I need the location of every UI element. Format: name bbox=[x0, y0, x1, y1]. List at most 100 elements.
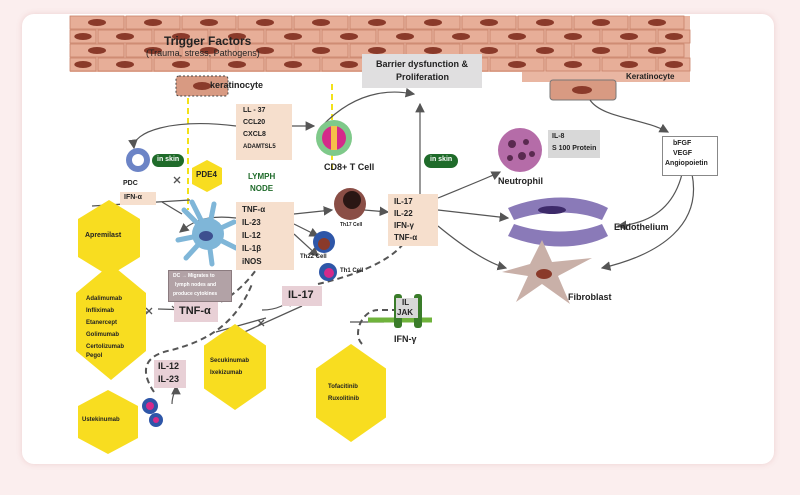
skin-cell-nucleus bbox=[284, 33, 302, 40]
skin-cell-nucleus bbox=[536, 19, 554, 26]
th17-cell bbox=[334, 188, 366, 220]
ifn-gamma-label: IFN-γ bbox=[394, 334, 417, 344]
keratinocyte-left-cell bbox=[175, 75, 229, 97]
il12-label: IL-12 bbox=[158, 361, 180, 371]
cytokine-ifng: IFN-γ bbox=[394, 221, 414, 230]
skin-cell-nucleus bbox=[172, 33, 190, 40]
drug-ixekizumab: Ixekizumab bbox=[210, 370, 243, 376]
ustekinumab-label: Ustekinumab bbox=[82, 417, 120, 423]
mediator-il8: IL-8 bbox=[552, 133, 565, 140]
dendritic-cell bbox=[175, 199, 239, 267]
th22-cell bbox=[313, 231, 335, 253]
keratinocyte-right-label: Keratinocyte bbox=[626, 72, 675, 81]
skin-cell-nucleus bbox=[312, 19, 330, 26]
th1-cell bbox=[319, 263, 337, 281]
keratinocyte-right-cell bbox=[549, 79, 617, 101]
skin-cell-nucleus bbox=[200, 47, 218, 54]
skin-cell-nucleus bbox=[74, 61, 92, 68]
mediator-adamtsl5: ADAMTSL5 bbox=[243, 144, 276, 150]
figure-card: Trigger Factors (Trauma, stress, Pathoge… bbox=[22, 14, 774, 464]
ifn-alpha-box: IFN-α bbox=[120, 192, 156, 205]
skin-cell-nucleus bbox=[480, 19, 498, 26]
cd8-label: CD8+ T Cell bbox=[324, 162, 375, 172]
drug-ruxolitinib: Ruxolitinib bbox=[328, 396, 359, 402]
barrier-dysfunction-box: Barrier dysfunction & Proliferation bbox=[362, 54, 482, 88]
il23-label: IL-23 bbox=[158, 374, 180, 384]
skin-layer bbox=[69, 15, 691, 82]
fibroblast-label: Fibroblast bbox=[568, 292, 612, 302]
drug-pegol: Pegol bbox=[86, 353, 103, 359]
skin-cell-nucleus bbox=[340, 33, 358, 40]
skin-cell-nucleus bbox=[424, 47, 442, 54]
cytokine-il22: IL-22 bbox=[394, 209, 413, 218]
skin-cell-nucleus bbox=[424, 19, 442, 26]
skin-cell-nucleus bbox=[144, 47, 162, 54]
drug-etanercept: Etanercept bbox=[86, 320, 118, 326]
mediator-ll37: LL - 37 bbox=[243, 107, 266, 114]
trigger-factors-title: Trigger Factors bbox=[164, 34, 252, 48]
cytokine-box-skin: IL-17 IL-22 IFN-γ TNF-α bbox=[388, 194, 438, 246]
cytokine-inos: iNOS bbox=[242, 257, 262, 266]
keratinocyte-left-label: keratinocyte bbox=[210, 80, 264, 90]
skin-cell-nucleus bbox=[508, 61, 526, 68]
skin-cell-nucleus bbox=[620, 33, 638, 40]
skin-cell-nucleus bbox=[88, 19, 106, 26]
pde4-label: PDE4 bbox=[196, 170, 217, 179]
skin-cell-nucleus bbox=[648, 19, 666, 26]
jak-label: JAK bbox=[397, 308, 414, 317]
neutrophil-label: Neutrophil bbox=[498, 176, 543, 186]
anti-il17-drugs: Secukinumab Ixekizumab bbox=[204, 324, 266, 410]
th17-label: Th17 Cell bbox=[340, 222, 363, 228]
cytokine-il1b: IL-1β bbox=[242, 244, 262, 253]
growth-vegf: VEGF bbox=[673, 150, 693, 157]
il-label: IL bbox=[402, 298, 410, 307]
cytokine-tnf-skin: TNF-α bbox=[394, 233, 418, 242]
growth-angiopoietin: Angiopoietin bbox=[665, 160, 708, 167]
th1-label: Th1 Cell bbox=[340, 268, 364, 274]
mediator-cxcl8: CXCL8 bbox=[243, 131, 266, 138]
jak-inhibitor-drugs: Tofacitinib Ruxolitinib bbox=[316, 344, 386, 442]
fibroblast-cell bbox=[502, 240, 592, 304]
skin-cell-nucleus bbox=[592, 19, 610, 26]
drug-certolizumab: Certolizumab bbox=[86, 344, 125, 350]
tnf-alpha-label: TNF-α bbox=[179, 305, 211, 317]
neutrophil-cell bbox=[498, 128, 542, 172]
skin-cell-nucleus bbox=[116, 61, 134, 68]
cytokine-tnf: TNF-α bbox=[242, 205, 266, 214]
drug-golimumab: Golimumab bbox=[86, 332, 120, 338]
skin-cell-nucleus bbox=[592, 47, 610, 54]
drug-tofacitinib: Tofacitinib bbox=[328, 384, 358, 390]
drug-adalimumab: Adalimumab bbox=[86, 296, 123, 302]
skin-cell-nucleus bbox=[508, 33, 526, 40]
barrier-line-2: Proliferation bbox=[396, 72, 450, 82]
antimicrobial-peptides-box: LL - 37 CCL20 CXCL8 ADAMTSL5 bbox=[236, 104, 292, 160]
drug-secukinumab: Secukinumab bbox=[210, 358, 250, 364]
skin-cell-nucleus bbox=[620, 61, 638, 68]
pdc-cell bbox=[126, 148, 150, 172]
endothelium-cell bbox=[508, 197, 608, 247]
cytokine-box-lymph: TNF-α IL-23 IL-12 IL-1β iNOS bbox=[236, 202, 294, 270]
trigger-factors-subtitle: (Trauma, stress, Pathogens) bbox=[146, 48, 260, 58]
ifn-alpha-label: IFN-α bbox=[124, 194, 142, 201]
skin-cell-nucleus bbox=[116, 33, 134, 40]
skin-cell-nucleus bbox=[312, 47, 330, 54]
in-skin-badge: in skin bbox=[152, 154, 184, 167]
skin-cell-nucleus bbox=[452, 33, 470, 40]
skin-cell-nucleus bbox=[144, 19, 162, 26]
mediator-ccl20: CCL20 bbox=[243, 119, 266, 126]
skin-cell-nucleus bbox=[340, 61, 358, 68]
il12-il23-target: IL-12 IL-23 bbox=[154, 360, 186, 388]
skin-cell-nucleus bbox=[564, 61, 582, 68]
dc-note-line-1: DC → Migrates to bbox=[173, 273, 215, 279]
skin-cell-nucleus bbox=[564, 33, 582, 40]
skin-cell-nucleus bbox=[256, 47, 274, 54]
skin-cell-nucleus bbox=[665, 33, 683, 40]
pdc-label: PDC bbox=[123, 180, 138, 187]
lymph-node-label-1: LYMPH bbox=[248, 172, 276, 181]
skin-cell-nucleus bbox=[665, 61, 683, 68]
skin-cell-nucleus bbox=[480, 47, 498, 54]
skin-cell-nucleus bbox=[228, 61, 246, 68]
dc-note-line-2: lymph nodes and bbox=[175, 282, 217, 288]
growth-factor-box: bFGF VEGF Angiopoietin bbox=[662, 136, 718, 176]
lymph-node-label-2: NODE bbox=[250, 184, 274, 193]
